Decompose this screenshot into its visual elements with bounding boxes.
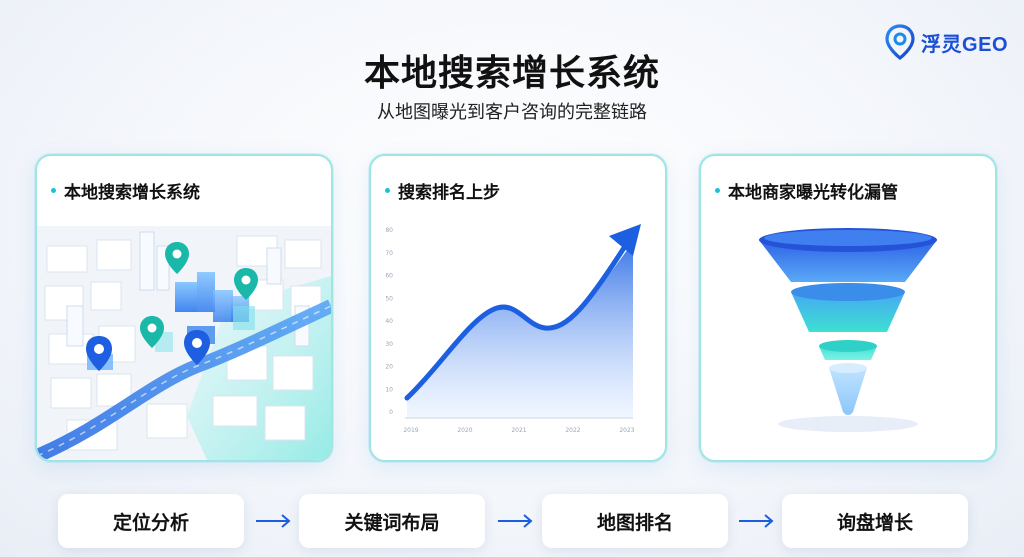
process-steps: 定位分析 关键词布局 地图排名 询盘增长 xyxy=(0,494,1024,550)
page-title: 本地搜索增长系统 xyxy=(363,53,660,94)
bullet-dot-icon xyxy=(51,188,56,193)
step-location-analysis: 定位分析 xyxy=(58,494,244,548)
x-tick-label: 2021 xyxy=(511,427,526,434)
page-subtitle: 从地图曝光到客户咨询的完整链路 xyxy=(377,102,647,123)
map-pin-icon xyxy=(140,316,164,348)
conversion-funnel-illustration xyxy=(759,228,937,432)
card-ranking-chart: 0 10 20 30 40 50 60 70 80 2019 2020 2021 2022 2023 搜… xyxy=(369,154,667,462)
brand-name: 浮灵GEO xyxy=(921,33,1008,56)
y-tick-label: 20 xyxy=(385,364,393,371)
step-map-ranking: 地图排名 xyxy=(542,494,728,548)
bullet-dot-icon xyxy=(715,188,720,193)
ranking-area-chart: 0 10 20 30 40 50 60 70 80 2019 2020 2021 2022 2023 xyxy=(385,224,641,434)
card-conversion-funnel: 本地商家曝光转化漏管 xyxy=(699,154,997,462)
brand-logo: 浮灵GEO xyxy=(885,24,1008,60)
map-pin-icon xyxy=(234,268,258,300)
card-local-search-system: 本地搜索增长系统 xyxy=(35,154,333,462)
x-tick-label: 2022 xyxy=(565,427,580,434)
trend-arrow-icon xyxy=(609,224,641,256)
arrow-right-icon xyxy=(739,514,774,528)
bullet-dot-icon xyxy=(385,188,390,193)
card-title: 搜索排名上步 xyxy=(385,178,500,203)
y-tick-label: 60 xyxy=(385,273,393,280)
map-pin-icon xyxy=(86,336,112,371)
step-keyword-layout: 关键词布局 xyxy=(299,494,485,548)
chart-line xyxy=(404,237,632,401)
isometric-city-map-illustration xyxy=(37,226,331,460)
x-tick-label: 2019 xyxy=(403,427,418,434)
x-tick-label: 2023 xyxy=(619,427,634,434)
arrow-right-icon xyxy=(256,514,291,528)
y-tick-label: 50 xyxy=(385,295,393,302)
location-pin-logo-icon xyxy=(885,24,915,60)
arrow-right-icon xyxy=(498,514,533,528)
card-title: 本地搜索增长系统 xyxy=(51,178,200,203)
x-tick-label: 2020 xyxy=(457,427,472,434)
map-pin-icon xyxy=(165,242,189,274)
y-tick-label: 0 xyxy=(389,409,393,416)
chart-area xyxy=(407,242,633,418)
map-pin-icon xyxy=(184,330,210,365)
y-tick-label: 10 xyxy=(385,386,393,393)
y-tick-label: 70 xyxy=(385,250,393,257)
y-tick-label: 80 xyxy=(385,227,393,234)
y-tick-label: 30 xyxy=(385,341,393,348)
card-title: 本地商家曝光转化漏管 xyxy=(715,178,898,203)
step-inquiry-growth: 询盘增长 xyxy=(782,494,968,548)
y-tick-label: 40 xyxy=(385,318,393,325)
